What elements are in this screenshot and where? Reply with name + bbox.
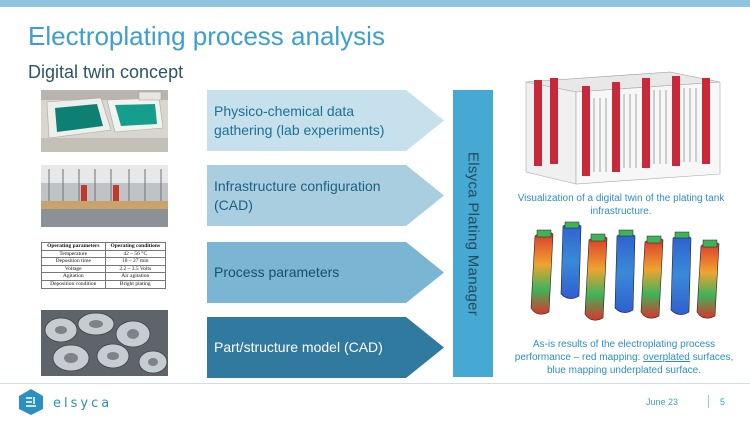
plating-tank-twin-image <box>520 68 722 186</box>
table-cell: Temperature <box>41 249 106 259</box>
slide-subtitle: Digital twin concept <box>28 62 184 82</box>
table-cell: 18 – 27 min <box>104 257 167 266</box>
results-caption: As-is results of the electroplating proc… <box>508 338 740 377</box>
slide-title: Electroplating process analysis <box>28 21 385 51</box>
step-arrow-process-parameters: Process parameters <box>207 242 444 303</box>
lab-tanks-photo <box>41 90 168 152</box>
results-caption-part: surfaces, blue mapping underplated surfa… <box>547 352 734 376</box>
footer-date: June 23 <box>646 397 679 407</box>
step-label: Physico-chemical data gathering (lab exp… <box>214 102 385 138</box>
table-cell: Deposition condition <box>41 279 106 289</box>
plating-results-image <box>525 220 733 328</box>
plating-line-photo <box>41 165 168 227</box>
step-label: Infrastructure configuration (CAD) <box>214 177 381 213</box>
step-label: Part/structure model (CAD) <box>214 339 383 355</box>
footer-separator <box>708 395 709 408</box>
results-caption-underlined: overplated <box>643 352 690 363</box>
elsyca-logo-icon <box>18 388 44 421</box>
top-accent-bar <box>0 0 750 7</box>
results-caption-part: As-is results of the electroplating proc… <box>514 339 716 363</box>
table-cell: Bright plating <box>104 279 167 289</box>
table-header: Operating conditions <box>104 242 167 251</box>
plating-manager-bar: Elsyca Plating Manager <box>453 90 493 377</box>
tank-caption: Visualization of a digital twin of the p… <box>517 193 725 217</box>
brand-wordmark: elsyca <box>53 396 113 411</box>
step-arrow-infrastructure: Infrastructure configuration (CAD) <box>207 165 444 226</box>
table-cell: Agitation <box>41 272 106 281</box>
table-cell: Deposition time <box>41 257 106 266</box>
table-cell: 42 – 56 °C <box>104 249 167 259</box>
plating-manager-label: Elsyca Plating Manager <box>464 151 482 316</box>
footer-divider <box>0 383 750 384</box>
step-arrow-data-gathering: Physico-chemical data gathering (lab exp… <box>207 90 444 151</box>
table-header: Operating parameters <box>41 242 106 251</box>
metal-parts-photo <box>41 310 168 376</box>
table-cell: 2.2 – 3.5 Volts <box>104 264 167 274</box>
table-cell: Voltage <box>41 264 106 274</box>
step-arrow-part-model: Part/structure model (CAD) <box>207 317 444 378</box>
process-parameters-table: Operating parameters Operating condition… <box>41 242 168 300</box>
table-cell: Air agitation <box>104 272 167 281</box>
step-label: Process parameters <box>214 264 340 280</box>
page-number: 5 <box>720 397 726 407</box>
